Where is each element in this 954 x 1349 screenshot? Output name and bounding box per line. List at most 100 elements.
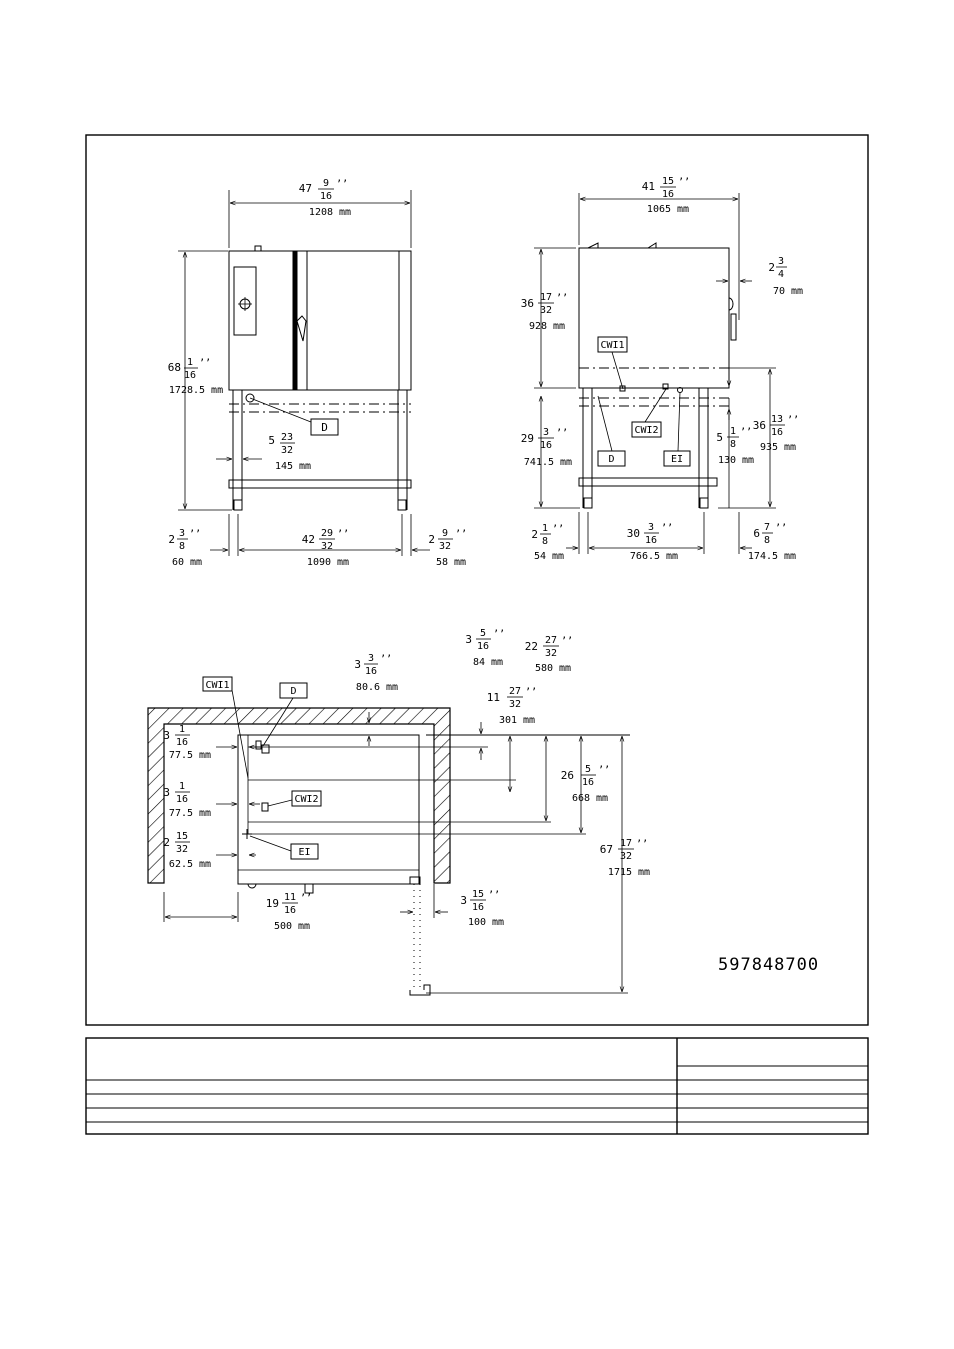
dim-top-f-mm: 1715 mm <box>608 867 650 878</box>
label-d-box <box>310 418 339 436</box>
dim-top-f-den: 32 <box>620 851 632 862</box>
dim-top-l3-den: 32 <box>176 844 188 855</box>
dim-front-drain-den: 32 <box>281 445 293 456</box>
label-cwi2-top: CWI2 <box>294 794 318 805</box>
dim-top-a-den: 16 <box>477 641 489 652</box>
label-cwi1-top-box <box>202 676 233 692</box>
top-view: CWI1 D CWI2 EI 3 1 16 77.5 mm 3 1 16 77.… <box>147 628 650 996</box>
drawing-number: 597848700 <box>718 955 819 975</box>
label-d-side: D <box>608 454 614 465</box>
dim-top-wall-in: 19 <box>266 897 279 910</box>
dim-inch-mark: ’’ <box>380 654 392 665</box>
dim-inch-mark: ’’ <box>556 428 568 439</box>
dim-side-handle-in: 2 <box>768 261 775 274</box>
dim-top-door-den: 16 <box>472 902 484 913</box>
dim-front-height-in: 68 <box>168 361 181 374</box>
dim-inch-mark: ’’ <box>556 293 568 304</box>
dim-front-width-mm: 1208 mm <box>309 207 351 218</box>
dim-inch-mark: ’’ <box>337 529 349 540</box>
door-handle-icon <box>296 315 307 342</box>
dim-top-wall-num: 11 <box>284 892 296 903</box>
dim-top-b-den: 32 <box>545 648 557 659</box>
dim-side-d-den: 16 <box>540 440 552 451</box>
dim-top-wall-mm: 500 mm <box>274 921 310 932</box>
dim-top-l3-in: 2 <box>163 836 170 849</box>
label-ei-side-box <box>663 450 691 467</box>
dim-side-left-den: 8 <box>542 536 548 547</box>
dim-top-d-mm: 80.6 mm <box>356 682 398 693</box>
dim-inch-mark: ’’ <box>552 524 564 535</box>
dim-side-cwi1-den: 32 <box>540 305 552 316</box>
dim-inch-mark: ’’ <box>189 529 201 540</box>
dim-top-a-num: 5 <box>480 628 486 639</box>
dim-side-cwi2-num: 13 <box>771 414 783 425</box>
dim-front-drain-in: 5 <box>268 434 275 447</box>
dim-front-width-num: 9 <box>323 178 329 189</box>
dim-side-right-den: 8 <box>764 535 770 546</box>
dim-side-width-mm: 1065 mm <box>647 204 689 215</box>
dim-top-b-in: 22 <box>525 640 538 653</box>
wall-hatch <box>147 707 451 884</box>
dim-top-c-num: 27 <box>509 686 521 697</box>
dim-top-b-num: 27 <box>545 635 557 646</box>
title-block <box>85 1037 869 1135</box>
dim-front-left-in: 2 <box>168 533 175 546</box>
dim-inch-mark: ’’ <box>455 529 467 540</box>
dim-inch-mark: ’’ <box>300 893 312 904</box>
dim-side-handle-num: 3 <box>778 256 784 267</box>
dim-side-cwi2-mm: 935 mm <box>760 442 796 453</box>
dim-side-d-mm: 741.5 mm <box>524 457 572 468</box>
dim-top-b-mm: 580 mm <box>535 663 571 674</box>
label-ei-top-box <box>290 843 319 860</box>
dim-side-cwi2-in: 36 <box>753 419 766 432</box>
label-d-top-box <box>279 682 308 699</box>
dim-side-legs-num: 3 <box>648 522 654 533</box>
dim-inch-mark: ’’ <box>740 427 752 438</box>
dim-inch-mark: ’’ <box>775 523 787 534</box>
dim-side-legs-in: 30 <box>627 527 640 540</box>
dim-inch-mark: ’’ <box>336 179 348 190</box>
dim-front-legs-mm: 1090 mm <box>307 557 349 568</box>
dim-side-cwi1-in: 36 <box>521 297 534 310</box>
drawing-frame <box>85 134 869 1026</box>
dim-top-door-num: 15 <box>472 889 484 900</box>
label-cwi2-side: CWI2 <box>634 425 658 436</box>
dim-top-l2-mm: 77.5 mm <box>169 808 211 819</box>
control-panel <box>233 266 257 336</box>
dim-side-d-in: 29 <box>521 432 534 445</box>
dim-side-width-den: 16 <box>662 189 674 200</box>
dim-side-left-num: 1 <box>542 523 548 534</box>
dim-top-l1-mm: 77.5 mm <box>169 750 211 761</box>
dim-top-l2-num: 1 <box>179 781 185 792</box>
door-hinge <box>292 250 298 391</box>
plan-appliance <box>237 734 420 885</box>
label-cwi1-side-box <box>597 336 628 353</box>
dim-top-d-den: 16 <box>365 666 377 677</box>
dim-inch-mark: ’’ <box>598 765 610 776</box>
dim-top-l3-mm: 62.5 mm <box>169 859 211 870</box>
dim-top-d-in: 3 <box>354 658 361 671</box>
dim-front-legs-den: 32 <box>321 541 333 552</box>
dim-top-e-in: 26 <box>561 769 574 782</box>
front-cabinet <box>228 250 412 391</box>
dim-inch-mark: ’’ <box>488 890 500 901</box>
dim-side-ei-in: 5 <box>716 431 723 444</box>
label-cwi2-side-box <box>631 421 662 438</box>
dim-front-right-den: 32 <box>439 541 451 552</box>
dim-side-right-mm: 174.5 mm <box>748 551 796 562</box>
side-handle <box>730 313 737 341</box>
dim-top-c-mm: 301 mm <box>499 715 535 726</box>
dim-front-legs-num: 29 <box>321 528 333 539</box>
dim-top-door-in: 3 <box>460 894 467 907</box>
side-shelf <box>578 477 718 487</box>
dim-inch-mark: ’’ <box>636 839 648 850</box>
dim-front-drain-mm: 145 mm <box>275 461 311 472</box>
label-cwi1-top: CWI1 <box>205 680 229 691</box>
dim-side-handle-den: 4 <box>778 269 784 280</box>
dim-top-c-den: 32 <box>509 699 521 710</box>
dim-front-width-in: 47 <box>299 182 312 195</box>
dim-top-door-mm: 100 mm <box>468 917 504 928</box>
dim-top-f-in: 67 <box>600 843 613 856</box>
dim-side-width-in: 41 <box>642 180 655 193</box>
